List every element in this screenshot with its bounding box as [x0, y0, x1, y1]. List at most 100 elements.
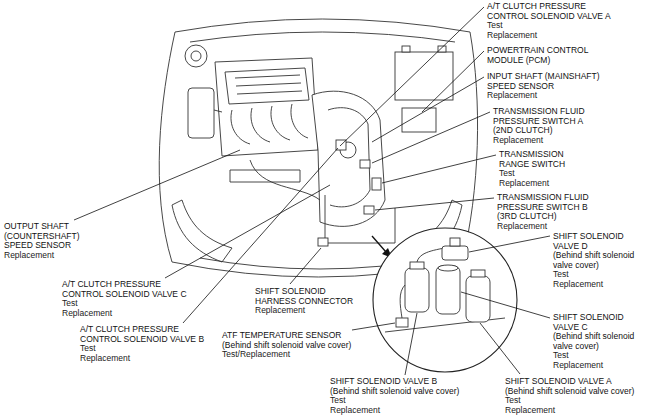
- location-note: (Behind shift solenoid valve cover): [553, 332, 634, 351]
- action-note: Replacement: [4, 251, 54, 261]
- action-note: Replacement: [255, 306, 305, 316]
- text-line: valve cover): [553, 261, 634, 271]
- pcm-box: [402, 108, 436, 132]
- battery-terminal: [438, 46, 446, 52]
- part-label: POWERTRAIN CONTROL MODULE (PCM): [487, 46, 588, 65]
- text-line: (Behind shift solenoid: [553, 251, 634, 261]
- battery-terminal: [402, 46, 410, 52]
- text-line: SPEED SENSOR: [487, 82, 600, 92]
- leader-line: [165, 185, 330, 278]
- text-line: SHIFT SOLENOID: [553, 232, 624, 242]
- text-line: A/T CLUTCH PRESSURE: [80, 325, 204, 335]
- part-label: SHIFT SOLENOID VALVE D: [553, 232, 624, 251]
- solenoid-connector: [450, 238, 460, 246]
- solenoid-connector: [410, 262, 424, 269]
- part-label: SHIFT SOLENOID HARNESS CONNECTOR: [255, 287, 353, 306]
- engine: [188, 58, 318, 156]
- leader-line: [372, 112, 490, 163]
- action-note: Test: [553, 270, 569, 280]
- left-headlight: [172, 200, 232, 262]
- part-label: TRANSMISSION RANGE SWITCH: [499, 150, 565, 169]
- solenoid-d: [442, 246, 468, 260]
- leader-line: [422, 51, 484, 112]
- part-label: A/T CLUTCH PRESSURE CONTROL SOLENOID VAL…: [80, 325, 204, 344]
- range-switch: [372, 178, 381, 190]
- leader-line: [372, 77, 484, 142]
- leader-line: [290, 248, 321, 284]
- battery: [395, 52, 453, 100]
- text-line: valve cover): [553, 342, 634, 352]
- leader-line: [74, 150, 240, 220]
- part-label: TRANSMISSION FLUID PRESSURE SWITCH B (3R…: [497, 193, 589, 222]
- action-note: Replacement: [487, 91, 537, 101]
- action-note: Replacement: [330, 406, 380, 416]
- action-note: Replacement: [62, 309, 112, 319]
- action-note: Test: [487, 21, 503, 31]
- text-line: RANGE SWITCH: [499, 160, 565, 170]
- action-note: Replacement: [487, 31, 537, 41]
- text-line: TRANSMISSION FLUID: [497, 193, 589, 203]
- leader-line: [375, 198, 494, 210]
- text-line: SPEED SENSOR: [4, 241, 80, 251]
- part-label: SHIFT SOLENOID VALVE C: [553, 313, 624, 332]
- leader-line: [469, 236, 550, 252]
- cowl-line: [175, 19, 470, 32]
- leader-line: [382, 155, 496, 183]
- solenoid-b: [405, 268, 429, 312]
- air-box: [188, 88, 214, 138]
- engine-block: [215, 58, 318, 156]
- location-note: (Behind shift solenoid valve cover): [222, 341, 351, 351]
- location-note: (Behind shift solenoid valve cover): [330, 387, 459, 397]
- left-fender: [159, 32, 175, 262]
- solenoid-a: [466, 276, 490, 322]
- text-line: CONTROL SOLENOID VALVE A: [487, 12, 611, 22]
- action-note: Test: [330, 396, 346, 406]
- text-line: A/T CLUTCH PRESSURE: [487, 2, 611, 12]
- part-label: A/T CLUTCH PRESSURE CONTROL SOLENOID VAL…: [62, 280, 187, 299]
- detail-arrow: [372, 236, 386, 252]
- part-label: OUTPUT SHAFT (COUNTERSHAFT) SPEED SENSOR: [4, 222, 80, 251]
- transmission: [230, 46, 453, 258]
- action-note: Replacement: [80, 354, 130, 364]
- harness-connector: [318, 238, 328, 246]
- strut-mount: [191, 51, 201, 61]
- location-note: (Behind shift solenoid valve cover): [553, 251, 634, 270]
- text-line: TRANSMISSION: [499, 150, 565, 160]
- text-line: TRANSMISSION FLUID: [493, 107, 585, 117]
- intake-runners: [231, 104, 308, 144]
- pressure-switch: [360, 160, 370, 168]
- text-line: (Behind shift solenoid: [553, 332, 634, 342]
- action-note: Replacement: [553, 280, 603, 290]
- action-note: Test: [62, 299, 78, 309]
- action-note: Replacement: [497, 222, 547, 232]
- text-line: CONTROL SOLENOID VALVE B: [80, 335, 204, 345]
- air-duct: [214, 110, 222, 112]
- transmission-case: [312, 91, 385, 226]
- action-note: Replacement: [505, 406, 555, 416]
- action-note: Test: [80, 344, 96, 354]
- solenoid-c: [436, 266, 460, 314]
- text-line: POWERTRAIN CONTROL: [487, 46, 588, 56]
- right-fender: [462, 32, 478, 262]
- text-line: PRESSURE SWITCH B: [497, 203, 589, 213]
- atf-sensor: [396, 318, 408, 327]
- case-rib: [328, 108, 370, 207]
- part-label: SHIFT SOLENOID VALVE B: [330, 377, 437, 387]
- part-label: INPUT SHAFT (MAINSHAFT) SPEED SENSOR: [487, 72, 600, 91]
- text-line: VALVE C: [553, 323, 624, 333]
- radiator-top: [230, 170, 300, 182]
- action-note: Test: [505, 396, 521, 406]
- leader-line: [405, 313, 417, 375]
- text-line: OUTPUT SHAFT: [4, 222, 80, 232]
- wiring-loop: [325, 195, 395, 243]
- text-line: (COUNTERSHAFT): [4, 232, 80, 242]
- cowl-inner-line: [190, 32, 455, 42]
- location-note: (Behind shift solenoid valve cover): [505, 387, 634, 397]
- text-line: A/T CLUTCH PRESSURE: [62, 280, 187, 290]
- strut-tower: [185, 45, 207, 67]
- action-note: Test: [553, 351, 569, 361]
- text-line: SHIFT SOLENOID: [553, 313, 624, 323]
- action-note: Replacement: [499, 179, 549, 189]
- solenoid-cap: [438, 265, 458, 271]
